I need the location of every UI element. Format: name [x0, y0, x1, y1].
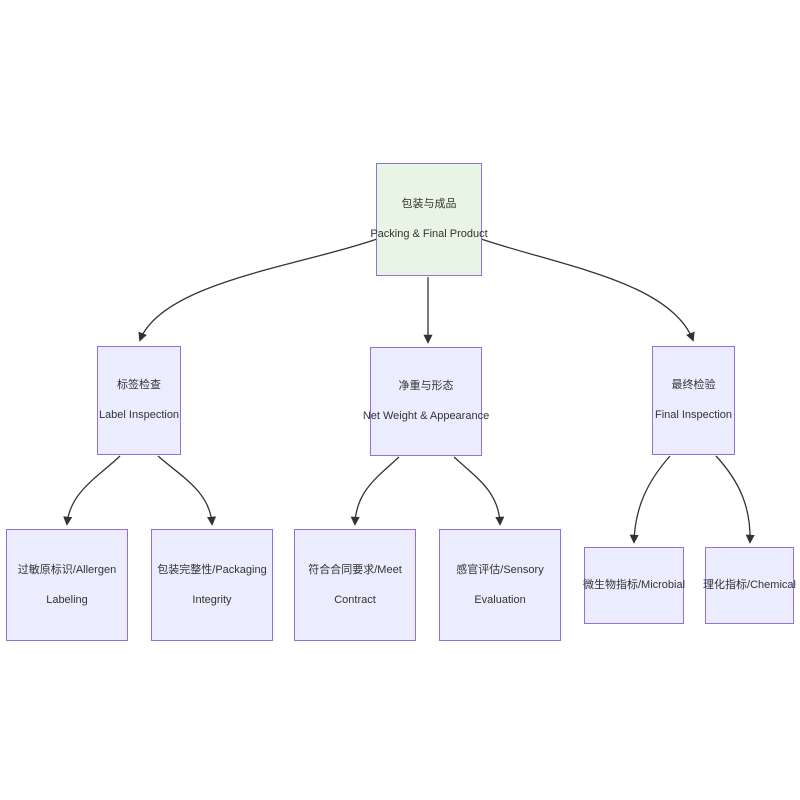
edge-net-weight-to-sensory — [453, 456, 505, 526]
edge-label-inspection-to-allergen — [63, 455, 121, 526]
node-label-zh: 净重与形态 — [398, 380, 454, 392]
node-label-line2: Contract — [334, 593, 376, 606]
node-label-line1: 理化指标/Chemical — [703, 579, 796, 591]
edge-label-inspection-to-packaging-integrity — [157, 455, 217, 526]
node-label-en: Packing & Final Product — [370, 228, 488, 240]
node-label-en: Net Weight & Appearance — [362, 410, 490, 422]
edge-root-to-final-inspection — [480, 238, 695, 342]
edge-root-to-label-inspection — [138, 238, 378, 342]
node-label-en: Final Inspection — [654, 409, 733, 421]
node-label-line2: Labeling — [46, 593, 88, 606]
node-label-zh: 包装与成品 — [401, 198, 457, 210]
node-net-weight-appearance: 净重与形态 Net Weight & Appearance — [363, 347, 489, 456]
node-label-inspection: 标签检查 Label Inspection — [97, 346, 181, 455]
node-packing-final-product: 包装与成品 Packing & Final Product — [370, 163, 488, 276]
edge-final-inspection-to-chemical — [715, 455, 755, 544]
edge-net-weight-to-meet-contract — [350, 456, 400, 526]
node-packaging-integrity: 包装完整性/Packaging Integrity — [151, 529, 273, 641]
node-label-zh: 最终检验 — [671, 379, 716, 391]
node-chemical-indicators: 理化指标/Chemical — [703, 547, 796, 624]
node-final-inspection: 最终检验 Final Inspection — [652, 346, 735, 455]
node-label-line1: 过敏原标识/Allergen — [17, 563, 117, 576]
node-label-line2: Integrity — [192, 593, 232, 606]
node-label-zh: 标签检查 — [117, 379, 161, 391]
node-label-en: Label Inspection — [98, 409, 180, 421]
node-meet-contract: 符合合同要求/Meet Contract — [294, 529, 416, 641]
node-allergen-labeling: 过敏原标识/Allergen Labeling — [6, 529, 128, 641]
node-sensory-evaluation: 感官评估/Sensory Evaluation — [439, 529, 561, 641]
node-microbial-indicators: 微生物指标/Microbial — [582, 547, 686, 624]
node-label-line1: 感官评估/Sensory — [456, 563, 544, 576]
edge-final-inspection-to-microbial — [629, 455, 671, 544]
node-label-line1: 包装完整性/Packaging — [157, 563, 267, 576]
node-label-line2: Evaluation — [474, 593, 526, 606]
node-label-line1: 微生物指标/Microbial — [582, 579, 686, 591]
node-label-line1: 符合合同要求/Meet — [308, 563, 402, 576]
